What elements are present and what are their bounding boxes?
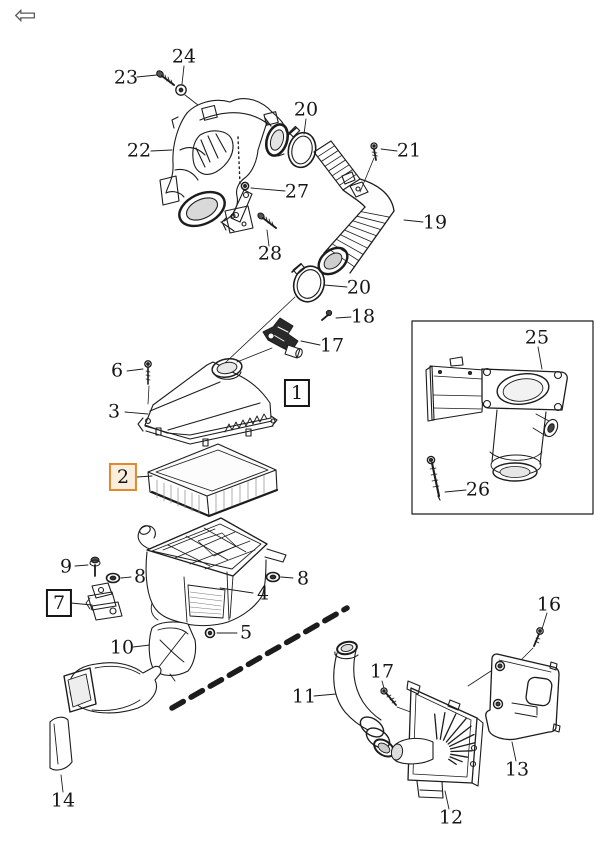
callout-27[interactable]: 27	[284, 180, 310, 203]
screw-26[interactable]	[426, 455, 441, 501]
air-filter-element[interactable]	[147, 443, 279, 518]
callout-28[interactable]: 28	[257, 242, 283, 265]
screw-16[interactable]	[533, 627, 544, 647]
air-cleaner-cover[interactable]	[137, 357, 278, 447]
callout-23[interactable]: 23	[113, 66, 139, 89]
callout-8-right[interactable]: 8	[296, 567, 310, 590]
callout-18[interactable]: 18	[350, 305, 376, 328]
maf-sensor[interactable]	[262, 317, 303, 359]
air-cleaner-housing[interactable]	[137, 517, 287, 627]
callout-6[interactable]: 6	[110, 359, 124, 382]
throttle-body[interactable]	[425, 356, 568, 482]
callout-26[interactable]: 26	[465, 478, 491, 501]
intake-hose-lower[interactable]	[333, 640, 397, 760]
callout-8-left[interactable]: 8	[133, 565, 147, 588]
deflector-panel-14[interactable]	[49, 716, 73, 771]
grommet-8-right[interactable]	[265, 571, 281, 583]
screw-23[interactable]	[155, 70, 175, 86]
intake-elbow-duct[interactable]	[63, 662, 162, 714]
leader-lines	[60, 65, 548, 810]
callout-17-lower[interactable]: 17	[369, 660, 395, 683]
intake-duct[interactable]	[159, 98, 291, 233]
dashed-connection-line	[169, 605, 350, 711]
callout-1[interactable]: 1	[283, 379, 311, 407]
callout-20-lower[interactable]: 20	[346, 276, 372, 299]
callout-22[interactable]: 22	[126, 139, 152, 162]
callout-14[interactable]: 14	[50, 789, 76, 812]
callout-21[interactable]: 21	[396, 139, 422, 162]
mounting-bracket-27[interactable]	[221, 189, 254, 234]
flexible-intake-hose[interactable]	[313, 140, 395, 280]
callout-17-upper[interactable]: 17	[319, 334, 345, 357]
back-arrow-icon[interactable]: ⇦	[14, 0, 37, 31]
bracket-7[interactable]	[85, 582, 123, 621]
callout-5[interactable]: 5	[239, 621, 253, 644]
nut-27[interactable]	[240, 181, 250, 191]
inlet-scoop[interactable]	[148, 621, 197, 682]
callout-10[interactable]: 10	[109, 636, 135, 659]
callout-16[interactable]: 16	[536, 593, 562, 616]
hose-clamp-lower[interactable]	[289, 262, 329, 306]
screw-21[interactable]	[370, 142, 378, 161]
resonator-box[interactable]	[390, 680, 484, 799]
screw-18[interactable]	[321, 309, 333, 321]
callout-19[interactable]: 19	[422, 211, 448, 234]
callout-24[interactable]: 24	[171, 45, 197, 68]
screw-6[interactable]	[144, 360, 152, 385]
callout-25[interactable]: 25	[524, 326, 550, 349]
screw-9[interactable]	[89, 556, 101, 577]
hose-clamp-upper[interactable]	[285, 125, 319, 170]
callout-2[interactable]: 2	[108, 463, 138, 491]
callout-13[interactable]: 13	[504, 758, 530, 781]
callout-12[interactable]: 12	[438, 806, 464, 829]
callout-20-upper[interactable]: 20	[293, 98, 319, 121]
callout-9[interactable]: 9	[59, 555, 73, 578]
grommet-8-left[interactable]	[105, 572, 121, 584]
washer-24[interactable]	[175, 84, 187, 96]
inset-box	[411, 320, 594, 515]
screw-17-lower[interactable]	[380, 687, 397, 706]
callout-4[interactable]: 4	[256, 582, 270, 605]
nut-5[interactable]	[204, 627, 216, 639]
screw-28[interactable]	[257, 212, 277, 229]
callout-11[interactable]: 11	[291, 685, 317, 708]
callout-7[interactable]: 7	[45, 589, 73, 617]
resonator-cover[interactable]	[485, 653, 561, 741]
callout-3[interactable]: 3	[107, 400, 121, 423]
